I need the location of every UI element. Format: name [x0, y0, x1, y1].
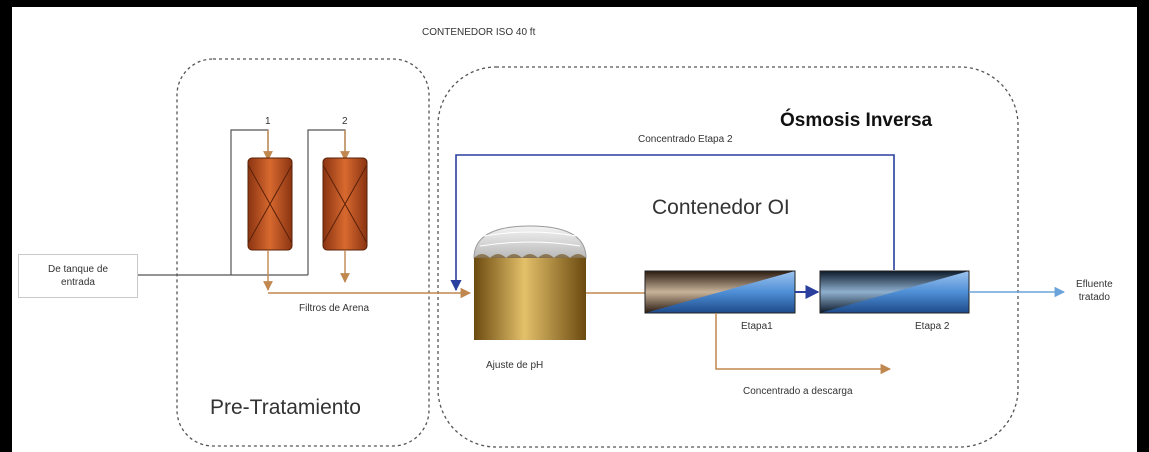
- concentrate-discharge-label: Concentrado a descarga: [743, 386, 853, 397]
- concentrate-stage2-line: [450, 154, 895, 292]
- stage2-label: Etapa 2: [915, 321, 950, 332]
- concentrate-stage2-label: Concentrado Etapa 2: [638, 134, 733, 145]
- sand-filter-2: [322, 157, 368, 251]
- container-iso-label: CONTENEDOR ISO 40 ft: [422, 27, 536, 38]
- frame-left: [0, 0, 12, 452]
- pretreatment-group-border: [176, 58, 430, 447]
- stage1-label: Etapa1: [741, 321, 773, 332]
- inlet-tank-box: De tanque de entrada: [18, 254, 138, 298]
- effluent-label: Efluente tratado: [1076, 278, 1113, 304]
- sand-filters-label: Filtros de Arena: [299, 303, 370, 314]
- concentrate-discharge-line: [715, 313, 892, 375]
- ph-adjust-tank: [473, 225, 587, 340]
- ro-membrane-stage2: [819, 270, 970, 314]
- ro-container-label: Contenedor OI: [652, 196, 790, 219]
- sand-filter-1: [247, 157, 293, 251]
- effluent-label-line2: tratado: [1078, 292, 1110, 303]
- ph-adjust-label: Ajuste de pH: [486, 360, 544, 371]
- frame-top: [0, 0, 1149, 7]
- filter-number-1: 1: [265, 116, 271, 127]
- ro-membrane-stage1: [644, 270, 796, 314]
- frame-right: [1137, 0, 1149, 452]
- inlet-label-line2: entrada: [61, 277, 95, 288]
- inlet-label-line1: De tanque de: [47, 264, 109, 275]
- ro-group-border: [437, 66, 1019, 448]
- osmosis-title: Ósmosis Inversa: [780, 110, 933, 131]
- filter-number-2: 2: [342, 116, 348, 127]
- pretreatment-label: Pre-Tratamiento: [210, 396, 361, 419]
- effluent-label-line1: Efluente: [1076, 279, 1113, 290]
